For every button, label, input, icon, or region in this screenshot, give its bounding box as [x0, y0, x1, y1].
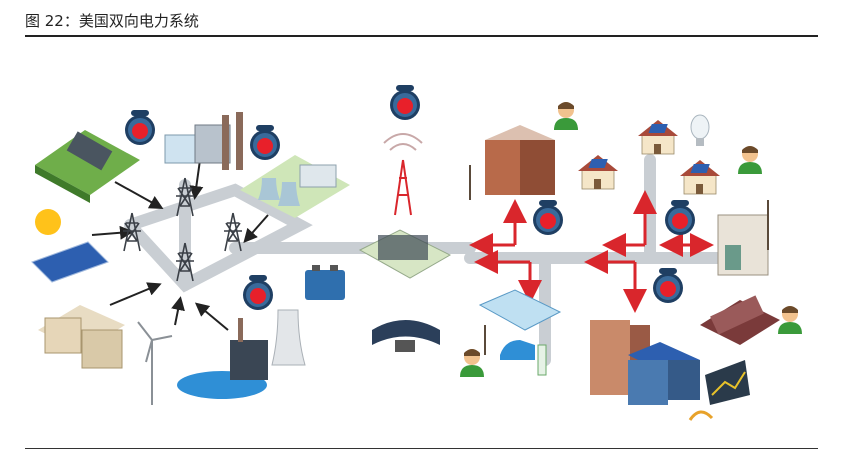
control-center — [372, 320, 440, 352]
user-icon — [554, 102, 578, 130]
battery-bank — [700, 295, 780, 345]
power-control-icon — [665, 200, 695, 235]
commercial-building — [717, 200, 769, 276]
house-with-solar — [637, 119, 679, 155]
substation — [358, 229, 452, 279]
house-with-solar — [679, 159, 721, 195]
user-icon — [460, 349, 484, 377]
power-plant-cooling — [240, 155, 350, 218]
industrial-plant — [38, 305, 125, 369]
radio-antenna-icon — [383, 133, 423, 216]
user-icon — [738, 146, 762, 174]
wind-turbine — [137, 321, 173, 405]
distribution-arrows — [469, 190, 714, 313]
solar-generation — [31, 209, 109, 283]
power-control-icon — [250, 125, 280, 160]
ev-charging-station — [478, 289, 562, 376]
factory-building — [164, 112, 243, 170]
nuclear-plant — [177, 309, 306, 399]
house-with-solar — [577, 154, 619, 190]
user-icon — [778, 306, 802, 334]
power-control-icon — [533, 200, 563, 235]
apartment-buildings — [590, 320, 700, 405]
bottom-rule — [25, 448, 818, 449]
power-control-icon — [125, 110, 155, 145]
power-control-icon — [390, 85, 420, 120]
power-control-icon — [653, 268, 683, 303]
power-control-icon — [243, 275, 273, 310]
battery-storage — [305, 265, 345, 300]
farm-facility — [35, 130, 140, 203]
caption-rule — [25, 35, 818, 37]
smart-meter-display — [688, 360, 750, 421]
office-building — [469, 125, 555, 200]
light-bulb-icon — [690, 114, 710, 146]
figure-caption: 图 22：美国双向电力系统 — [25, 12, 199, 30]
sun-icon — [35, 209, 61, 235]
generation-arrows — [91, 159, 269, 331]
